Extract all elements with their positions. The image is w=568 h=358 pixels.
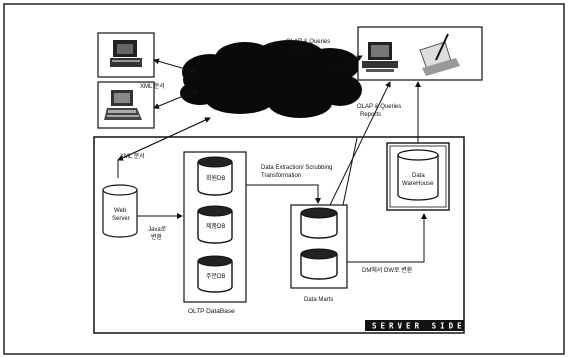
outer-frame bbox=[3, 3, 565, 355]
dw-label-1: Data bbox=[412, 173, 425, 179]
extraction-label-2: Transformation bbox=[261, 173, 301, 179]
arrow-datamarts-dw bbox=[347, 213, 427, 263]
data-mart-cylinder-2 bbox=[300, 248, 338, 280]
olap-top-label-1: OLAP & Queries bbox=[286, 39, 330, 45]
olap-mid-label-1: OLAP & Queries bbox=[357, 104, 401, 110]
data-warehouse-cylinder bbox=[397, 149, 439, 201]
laptop-icon bbox=[104, 90, 142, 120]
java-label-2: 변환 bbox=[151, 233, 163, 241]
extraction-label-1: Data Extraction/ Scrubbing bbox=[261, 165, 332, 171]
dm-to-dw-label: DM에서 DW로 변환 bbox=[362, 266, 413, 274]
arrow-oltp-datamarts bbox=[246, 184, 321, 204]
java-label-1: Java로 bbox=[148, 226, 167, 233]
pen-tablet-icon bbox=[419, 33, 460, 76]
server-side-banner bbox=[365, 320, 464, 331]
desktop-computer-icon bbox=[362, 42, 398, 72]
product-db-label: 제품DB bbox=[206, 222, 225, 230]
internet-cloud bbox=[180, 40, 362, 118]
order-db-cylinder bbox=[197, 255, 233, 293]
arrow-client-bottom-cloud bbox=[153, 89, 199, 109]
member-db-cylinder bbox=[197, 156, 233, 196]
member-db-label: 회원DB bbox=[206, 174, 225, 182]
oltp-label: OLTP DataBase bbox=[188, 308, 235, 315]
order-db-label: 주문DB bbox=[206, 273, 225, 280]
line-datamarts-up bbox=[342, 137, 358, 206]
product-db-cylinder bbox=[197, 205, 233, 244]
arrow-cloud-reports bbox=[334, 55, 363, 71]
xml-doc-label-middle: XML 문서 bbox=[120, 152, 145, 160]
web-server-cylinder bbox=[102, 184, 138, 238]
data-warehouse-inner-frame bbox=[389, 145, 447, 208]
olap-mid-label-2: Reports bbox=[360, 112, 381, 118]
arrow-cloud-web bbox=[117, 117, 211, 161]
data-marts-label: Data Marts bbox=[304, 297, 333, 303]
web-server-label-2: Server bbox=[112, 216, 130, 222]
server-side-region bbox=[93, 136, 465, 334]
arrow-datamarts-reports bbox=[329, 81, 391, 206]
web-server-label-1: Web bbox=[114, 208, 127, 214]
olap-top-label-2: Reports bbox=[290, 47, 311, 53]
data-mart-cylinder-1 bbox=[300, 207, 338, 239]
dw-label-2: WareHouse bbox=[402, 181, 434, 187]
computer-icon bbox=[110, 40, 142, 67]
server-side-label: SERVER SIDE bbox=[372, 322, 466, 331]
arrow-client-top-cloud bbox=[153, 58, 197, 74]
xml-doc-label-left: XML 문서 bbox=[140, 82, 165, 90]
